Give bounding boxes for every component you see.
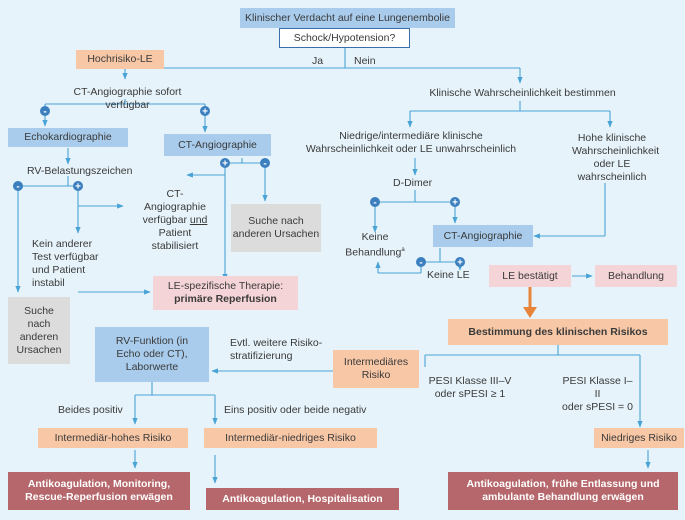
no-treatment-footnote: a xyxy=(401,247,405,253)
treatment-label: Behandlung xyxy=(607,269,665,282)
action-low-label: Antikoagulation, frühe Entlassung und am… xyxy=(466,478,660,503)
pe-confirmed-label: LE bestätigt xyxy=(502,269,558,282)
ct-stabilized-line5: stabilisiert xyxy=(151,240,199,252)
suspicion-label: Klinischer Verdacht auf eine Lungenembol… xyxy=(245,11,450,24)
rv-strain-text: RV-Belastungszeichen xyxy=(27,165,133,177)
ct-stabilized-line1: CT- xyxy=(166,188,184,200)
intermediate-low-risk-box: Intermediär-niedriges Risiko xyxy=(204,428,377,448)
action-mid-label: Antikoagulation, Hospitalisation xyxy=(222,492,383,505)
ct-stabilized-text: CT- Angiographie verfügbar und Patient s… xyxy=(125,188,225,253)
low-risk-label: Niedriges Risiko xyxy=(601,431,677,444)
intermediate-high-risk-label: Intermediär-hohes Risiko xyxy=(54,431,172,444)
ct-stabilized-line2: Angiographie xyxy=(144,201,206,213)
search-causes-label-2: Suche nach anderen Ursachen xyxy=(16,304,62,356)
pesi-high-text: PESI Klasse III–V oder sPESI ≥ 1 xyxy=(425,375,515,401)
yes-label: Ja xyxy=(312,55,324,67)
search-causes-box-2: Suche nach anderen Ursachen xyxy=(8,297,70,364)
action-low-box: Antikoagulation, frühe Entlassung und am… xyxy=(448,472,678,510)
intermediate-risk-box: Intermediäres Risiko xyxy=(333,350,419,388)
pesi-low-line2: oder sPESI = 0 xyxy=(562,401,633,413)
risk-assessment-label: Bestimmung des klinischen Risikos xyxy=(468,325,648,338)
search-causes-box-1: Suche nach anderen Ursachen xyxy=(231,204,321,252)
action-high-label: Antikoagulation, Monitoring, Rescue-Repe… xyxy=(25,478,173,503)
action-mid-box: Antikoagulation, Hospitalisation xyxy=(206,488,399,510)
both-positive-text: Beides positiv xyxy=(58,404,123,416)
ct-angio-left-label: CT-Angiographie xyxy=(178,138,257,151)
further-risk-text: Evtl. weitere Risiko-stratifizierung xyxy=(230,337,323,362)
ct-angio-right-label: CT-Angiographie xyxy=(443,229,523,242)
risk-assessment-box: Bestimmung des klinischen Risikos xyxy=(448,319,668,345)
echo-label: Echokardiographie xyxy=(24,131,112,143)
ddimer-text: D-Dimer xyxy=(393,177,433,189)
shock-label: Schock/Hypotension? xyxy=(293,31,396,44)
svg-text:+: + xyxy=(457,258,463,269)
treatment-box: Behandlung xyxy=(595,265,677,287)
rv-function-box: RV-Funktion (in Echo oder CT), Laborwert… xyxy=(95,327,209,382)
no-label: Nein xyxy=(354,55,376,67)
search-causes-label-1: Suche nach anderen Ursachen xyxy=(232,215,320,240)
ct-stabilized-line4: Patient xyxy=(158,227,192,239)
rv-function-label: RV-Funktion (in Echo oder CT), Laborwert… xyxy=(115,335,189,373)
high-risk-pe-label: Hochrisiko-LE xyxy=(87,53,153,65)
ct-angio-right-box: CT-Angiographie xyxy=(433,225,533,247)
one-positive-text: Eins positiv oder beide negativ xyxy=(224,404,367,416)
low-risk-box: Niedriges Risiko xyxy=(594,428,684,448)
svg-text:+: + xyxy=(452,198,458,209)
ct-stabilized-and: und xyxy=(189,214,208,226)
suspicion-box: Klinischer Verdacht auf eine Lungenembol… xyxy=(240,8,455,28)
clinical-probability-text: Klinische Wahrscheinlichkeit bestimmen xyxy=(429,87,616,99)
high-probability-text: Hohe klinische Wahrscheinlichkeit oder L… xyxy=(572,132,660,183)
high-risk-pe-box: Hochrisiko-LE xyxy=(76,50,164,69)
intermediate-high-risk-box: Intermediär-hohes Risiko xyxy=(38,428,188,448)
pesi-low-line1: PESI Klasse I–II xyxy=(562,375,633,400)
action-high-box: Antikoagulation, Monitoring, Rescue-Repe… xyxy=(8,472,190,510)
ct-available-text: CT-Angiographie sofort verfügbar xyxy=(73,86,182,111)
no-treatment-text: Keine Behandlunga xyxy=(335,231,415,260)
pe-confirmed-box: LE bestätigt xyxy=(489,265,571,287)
svg-text:-: - xyxy=(373,198,376,209)
svg-text:-: - xyxy=(263,159,266,170)
pesi-high-line1: PESI Klasse III–V xyxy=(428,375,512,387)
no-treatment-label: Keine Behandlung xyxy=(345,231,402,259)
svg-text:-: - xyxy=(43,107,46,118)
svg-text:-: - xyxy=(16,182,19,193)
svg-text:-: - xyxy=(419,258,422,269)
ct-stabilized-available: verfügbar xyxy=(142,214,187,226)
pe-therapy-box: LE-spezifische Therapie: primäre Reperfu… xyxy=(153,276,298,310)
svg-text:+: + xyxy=(202,107,208,118)
pesi-high-line2: oder sPESI ≥ 1 xyxy=(434,388,506,400)
low-probability-text: Niedrige/intermediäre klinische Wahrsche… xyxy=(305,130,517,155)
ct-stabilized-line3: verfügbar und xyxy=(125,214,225,227)
no-other-test-text: Kein anderer Test verfügbar und Patient … xyxy=(32,238,99,289)
pesi-low-text: PESI Klasse I–II oder sPESI = 0 xyxy=(560,375,635,414)
echo-box: Echokardiographie xyxy=(8,128,128,147)
shock-question-box: Schock/Hypotension? xyxy=(279,28,410,48)
pe-therapy-line2: primäre Reperfusion xyxy=(174,293,277,305)
intermediate-risk-label: Intermediäres Risiko xyxy=(343,356,409,381)
intermediate-low-risk-label: Intermediär-niedriges Risiko xyxy=(225,431,356,444)
pe-therapy-line1: LE-spezifische Therapie: xyxy=(167,280,284,292)
ct-angio-left-box: CT-Angiographie xyxy=(164,134,271,156)
svg-text:+: + xyxy=(75,182,81,193)
no-pe-text: Keine LE xyxy=(427,269,470,281)
svg-text:+: + xyxy=(222,159,228,170)
